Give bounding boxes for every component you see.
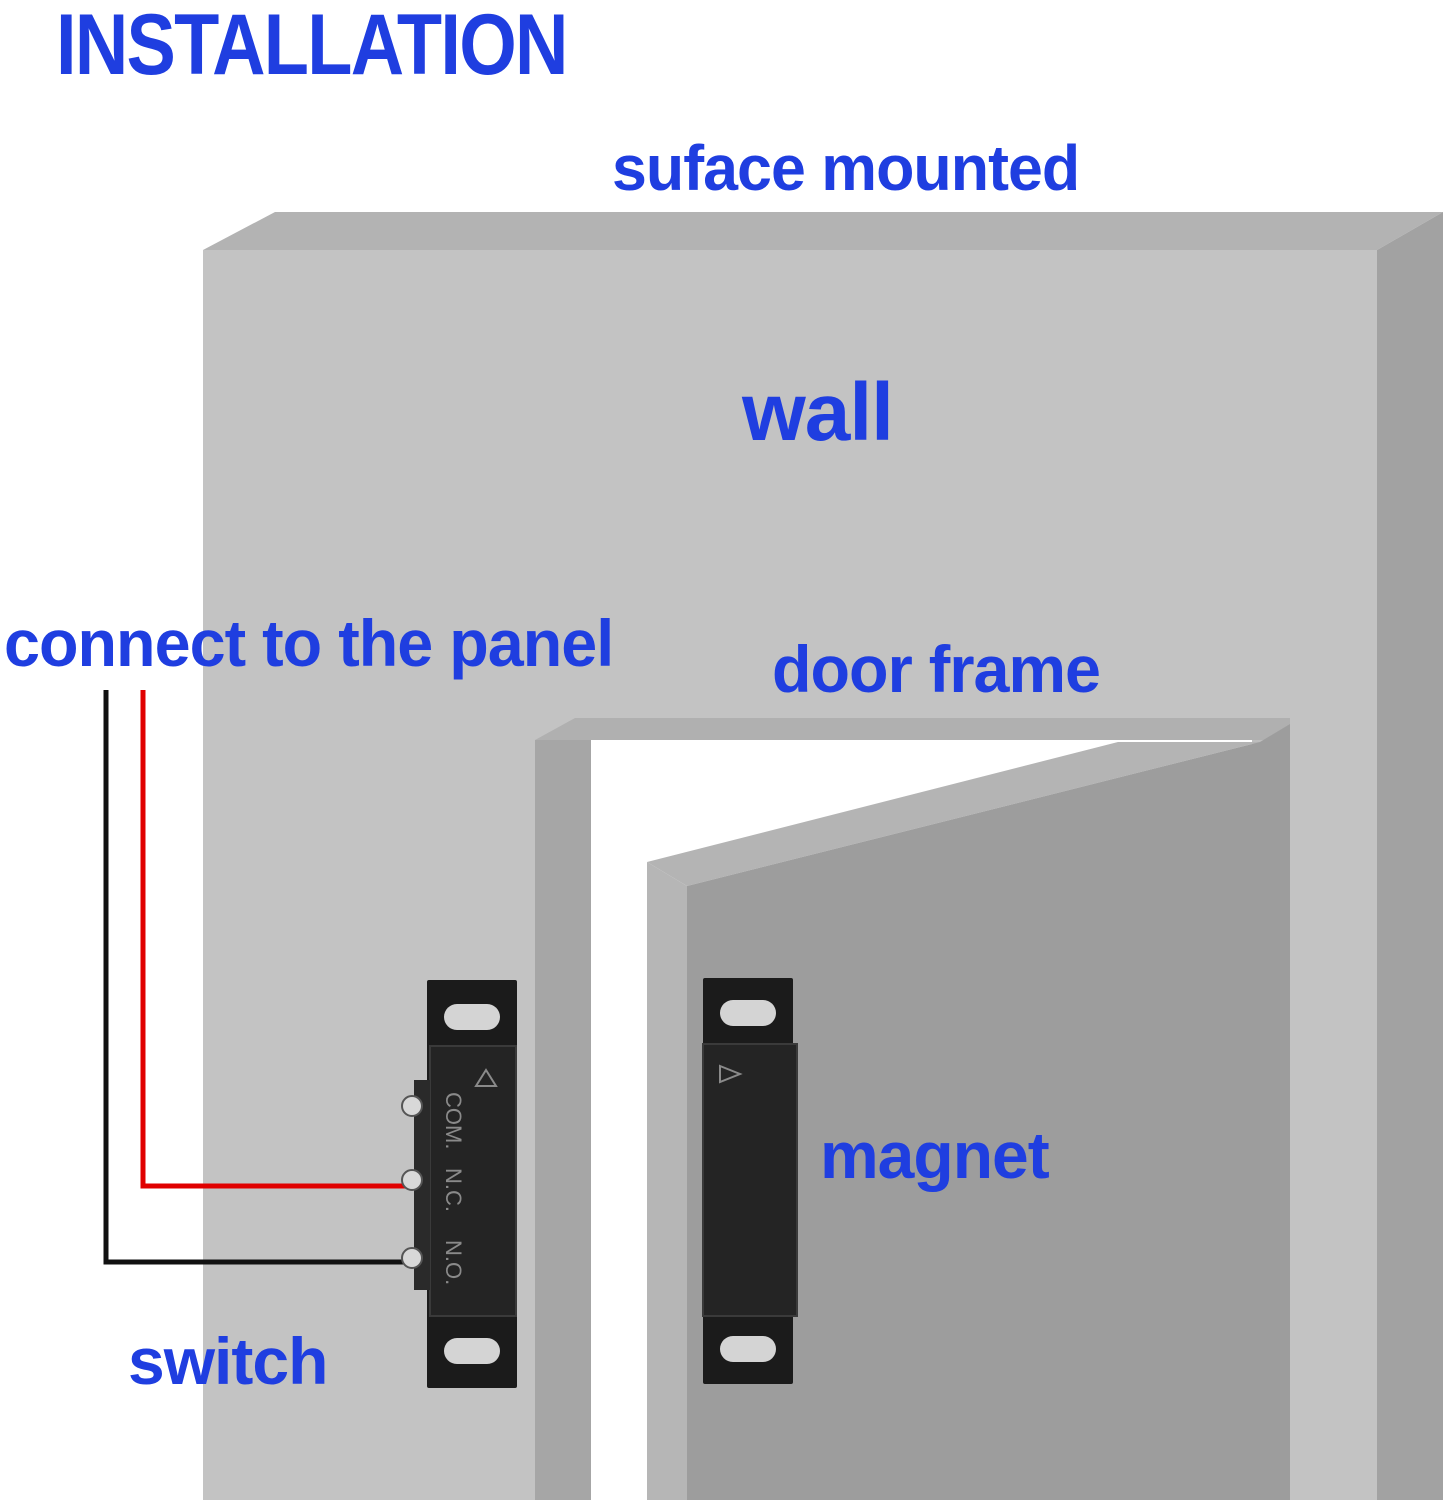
door-top-edge	[647, 742, 1260, 886]
door-edge	[647, 862, 687, 1500]
switch-label: switch	[128, 1324, 328, 1398]
wall-label: wall	[742, 367, 894, 458]
wall-side	[1377, 212, 1443, 1500]
black-wire	[103, 690, 406, 1265]
door-frame-label: door frame	[772, 632, 1101, 706]
screw-no-icon	[401, 1247, 423, 1269]
connect-panel-label: connect to the panel	[4, 606, 614, 680]
magnet-mount-hole-top	[720, 1000, 776, 1026]
magnet-mount-hole-bottom	[720, 1336, 776, 1362]
terminal-nc-label: N.C.	[441, 1168, 466, 1212]
switch-device: COM. N.C. N.O.	[401, 980, 517, 1388]
screw-nc-icon	[401, 1169, 423, 1191]
terminal-no-label: N.O.	[441, 1240, 466, 1285]
surface-mounted-label: suface mounted	[612, 132, 1080, 204]
magnet-body	[702, 1043, 798, 1317]
red-wire	[140, 690, 406, 1189]
switch-arrow-icon	[474, 1068, 498, 1087]
screw-com-icon	[401, 1095, 423, 1117]
terminal-com-label: COM.	[441, 1092, 466, 1149]
wall-top-edge	[203, 212, 1443, 250]
magnet-arrow-icon	[719, 1064, 743, 1084]
switch-mount-hole-top	[444, 1004, 500, 1030]
door-face	[687, 724, 1290, 1500]
page-title: INSTALLATION	[56, 0, 568, 93]
magnet-device	[702, 978, 798, 1384]
switch-mount-hole-bottom	[444, 1338, 500, 1364]
magnet-label: magnet	[820, 1118, 1050, 1192]
frame-left-jamb	[535, 740, 591, 1500]
frame-top-edge	[535, 718, 1290, 740]
switch-terminal-strip	[414, 1080, 430, 1290]
